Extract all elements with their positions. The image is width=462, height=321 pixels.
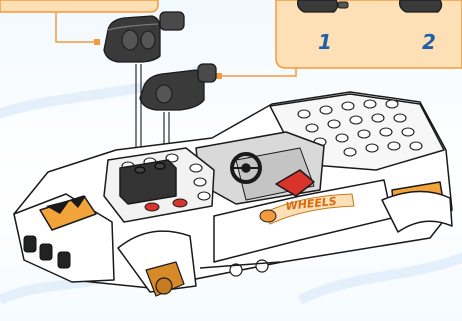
- mounting-block: [120, 160, 176, 204]
- step-number-2: 2: [422, 32, 436, 52]
- leader-end-right: [216, 73, 222, 79]
- step-2-preview-part: [400, 0, 442, 12]
- step-number-1: 1: [318, 32, 332, 52]
- callout-box-left: [0, 0, 158, 12]
- upper-part: [104, 12, 184, 62]
- lower-part: [140, 64, 216, 110]
- leader-end-left: [94, 39, 100, 45]
- car-model: WHEELS: [14, 92, 452, 296]
